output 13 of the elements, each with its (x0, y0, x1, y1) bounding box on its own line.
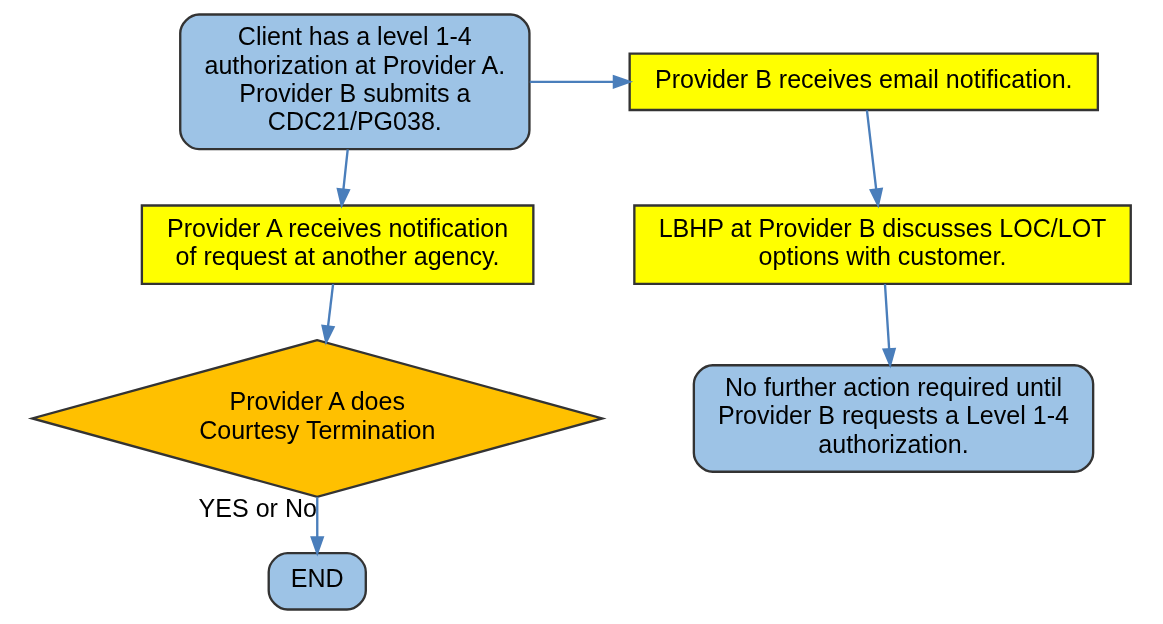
arrow (529, 74, 634, 89)
arrow (310, 497, 325, 557)
arrow (336, 149, 351, 209)
node-box: No further action required until Provider B requests a Level 1-4 authorization. (692, 364, 1095, 473)
node-box: END (267, 551, 367, 611)
node-box: Provider B receives email notification. (628, 52, 1100, 112)
arrow (881, 284, 897, 369)
node-box: LBHP at Provider B discusses LOC/LOT options with customer. (633, 204, 1132, 285)
node-box: Provider A receives notification of request at another agency. (140, 204, 535, 285)
node-diamond: Provider A does Courtesy Termination (27, 338, 607, 498)
node-box: Client has a level 1-4 authorization at Provider A. Provider B submits a CDC21/PG038. (179, 13, 531, 151)
arrow (321, 283, 336, 346)
arrow (865, 110, 884, 209)
